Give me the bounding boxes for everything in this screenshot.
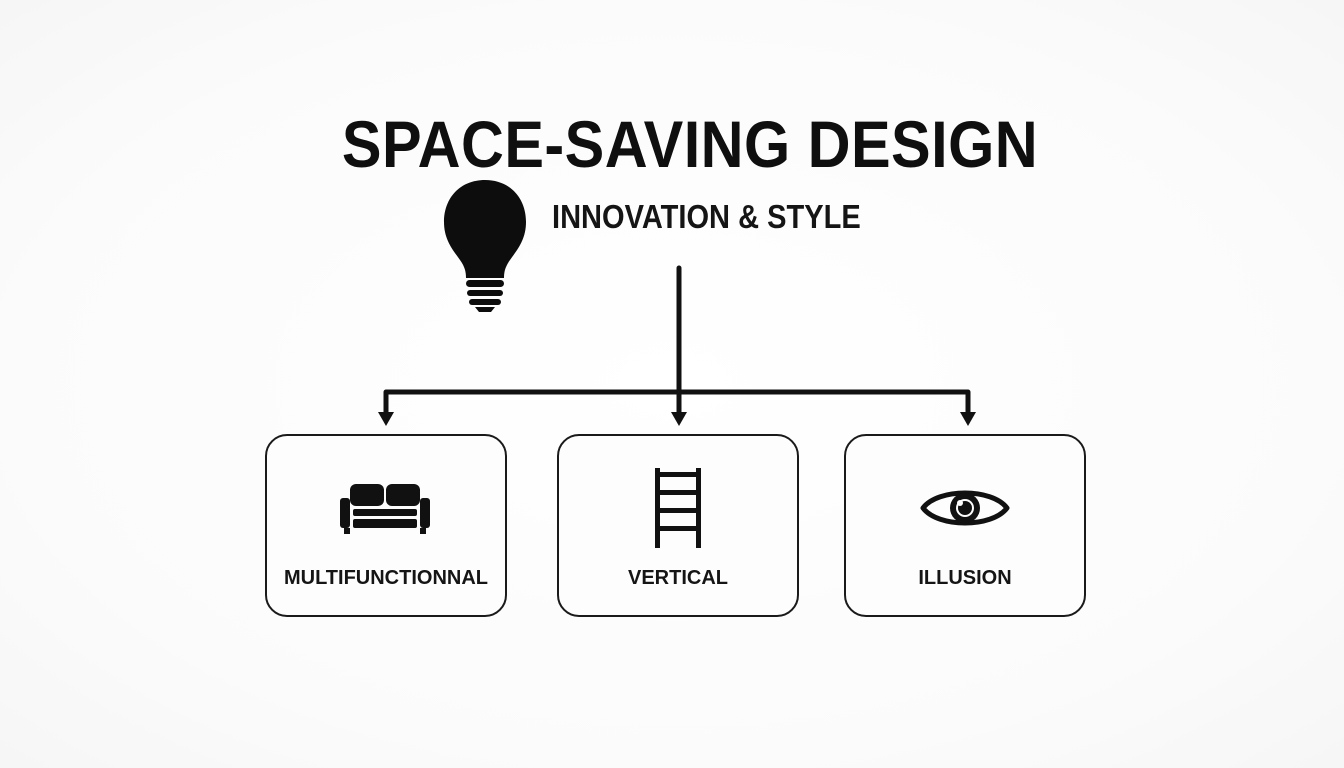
branch-label-vertical: VERTICAL (628, 567, 728, 589)
lightbulb-icon (444, 180, 526, 312)
diagram-title: SPACE-SAVING DESIGN (341, 107, 1039, 181)
branch-card-illusion: ILLUSION (844, 434, 1086, 617)
branch-card-vertical: VERTICAL (557, 434, 799, 617)
arrowhead-2 (671, 412, 687, 426)
branch-label-multifunctional: MULTIFUNCTIONNAL (283, 567, 489, 589)
ladder-icon (655, 468, 701, 548)
branch-label-illusion: ILLUSION (918, 567, 1012, 589)
eye-icon (920, 490, 1010, 526)
arrowhead-3 (960, 412, 976, 426)
arrowhead-1 (378, 412, 394, 426)
sofa-icon (340, 484, 430, 534)
branch-card-multifunctional: MULTIFUNCTIONNAL (265, 434, 507, 617)
diagram-subtitle: INNOVATION & STYLE (552, 198, 861, 235)
